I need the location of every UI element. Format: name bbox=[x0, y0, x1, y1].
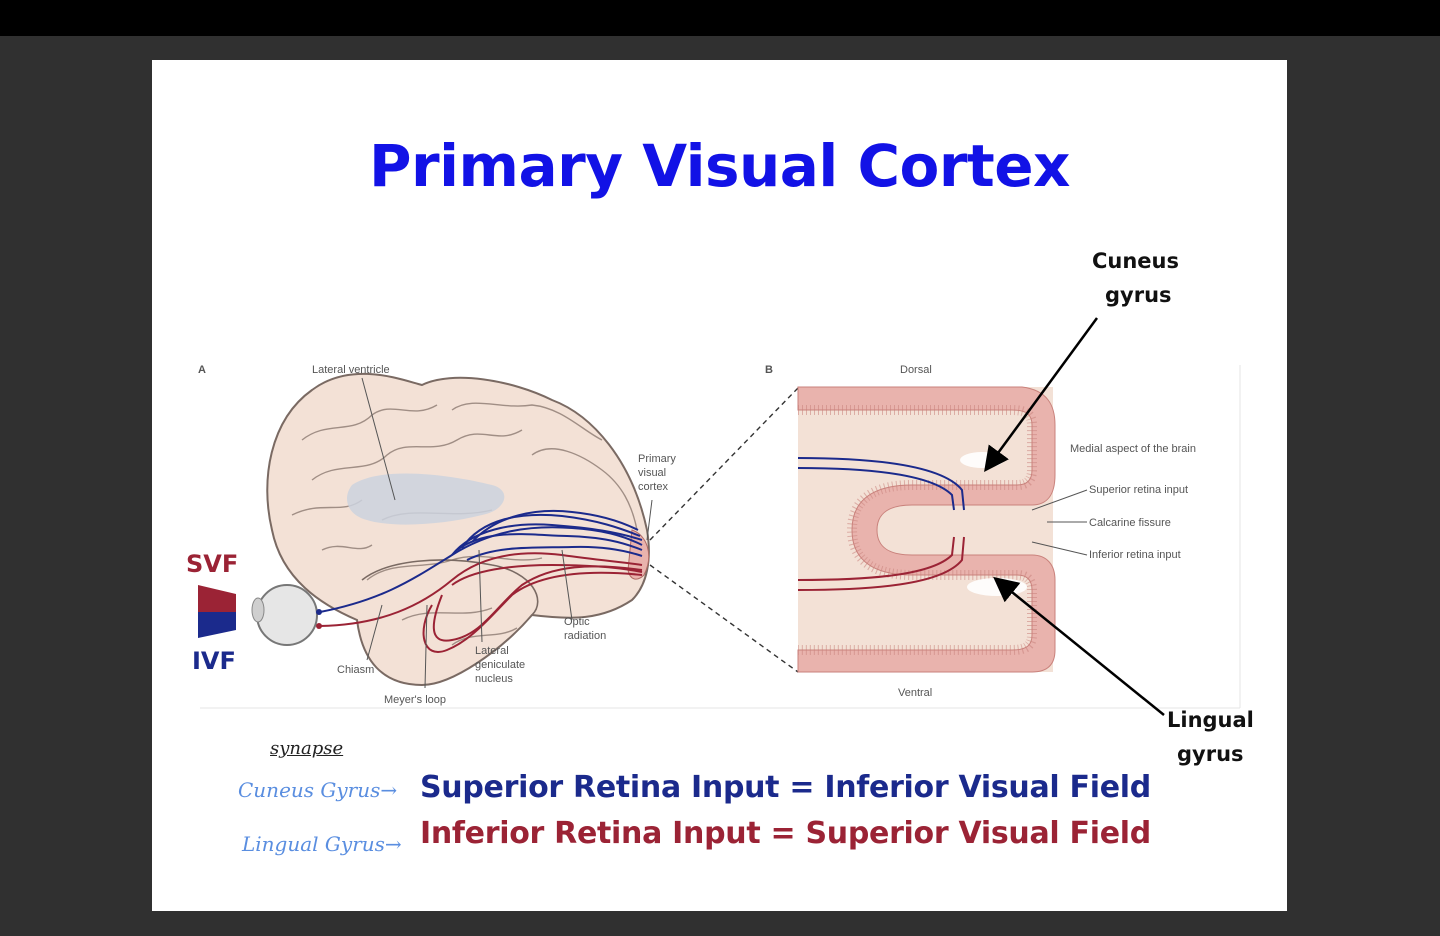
label-lgn-3: nucleus bbox=[475, 673, 513, 685]
temporal-lobe-contour bbox=[361, 559, 539, 616]
handwritten-cuneus: Cuneus Gyrus→ bbox=[238, 778, 398, 802]
label-inferior-retina: Inferior retina input bbox=[1089, 549, 1181, 561]
lingual-arrow bbox=[993, 576, 1165, 716]
handwritten-synapse: synapse bbox=[270, 738, 344, 759]
label-lgn-1: Lateral bbox=[475, 645, 509, 657]
label-ventral: Ventral bbox=[898, 687, 932, 699]
label-primary-3: cortex bbox=[638, 481, 668, 493]
lateral-ventricle-shape bbox=[347, 473, 505, 525]
lingual-label-1: Lingual bbox=[1167, 708, 1254, 732]
zoom-lines bbox=[649, 387, 799, 673]
panel-b-letter: B bbox=[765, 364, 773, 376]
statement-inferior: Inferior Retina Input = Superior Visual … bbox=[420, 816, 1151, 851]
cuneus-arrow bbox=[984, 317, 1099, 473]
visual-pathway-diagram: A B bbox=[186, 249, 1254, 766]
visual-field-indicator: SVF IVF bbox=[186, 550, 238, 675]
label-primary-2: visual bbox=[638, 467, 666, 479]
ivf-block bbox=[198, 612, 236, 638]
label-lateral-ventricle: Lateral ventricle bbox=[312, 364, 390, 376]
cortex-band bbox=[797, 386, 1056, 673]
svf-label: SVF bbox=[186, 550, 238, 578]
slide: Primary Visual Cortex A B bbox=[152, 60, 1287, 911]
label-dorsal: Dorsal bbox=[900, 364, 932, 376]
label-primary-1: Primary bbox=[638, 453, 676, 465]
cuneus-label-2: gyrus bbox=[1105, 283, 1172, 307]
eye-illustration bbox=[251, 584, 322, 646]
ivf-label: IVF bbox=[192, 647, 236, 675]
svf-block bbox=[198, 585, 236, 612]
label-medial-aspect: Medial aspect of the brain bbox=[1070, 443, 1196, 455]
handwritten-lingual: Lingual Gyrus→ bbox=[242, 832, 402, 856]
slide-title: Primary Visual Cortex bbox=[369, 132, 1070, 200]
panel-a-letter: A bbox=[198, 364, 206, 376]
statement-superior: Superior Retina Input = Inferior Visual … bbox=[420, 770, 1151, 805]
label-optic-1: Optic bbox=[564, 616, 590, 628]
label-lgn-2: geniculate bbox=[475, 659, 525, 671]
panel-a-leaders bbox=[361, 377, 653, 689]
label-meyers-loop: Meyer's loop bbox=[384, 694, 446, 706]
cortex-striations bbox=[798, 405, 1037, 655]
label-chiasm: Chiasm bbox=[337, 664, 374, 676]
label-optic-2: radiation bbox=[564, 630, 606, 642]
brain-outline bbox=[266, 372, 650, 687]
label-superior-retina: Superior retina input bbox=[1089, 484, 1188, 496]
optic-pathways bbox=[319, 509, 643, 653]
label-calcarine: Calcarine fissure bbox=[1089, 517, 1171, 529]
lingual-label-2: gyrus bbox=[1177, 742, 1244, 766]
brain-illustration bbox=[266, 372, 650, 687]
top-black-bar bbox=[0, 0, 1440, 36]
cuneus-label-1: Cuneus bbox=[1092, 249, 1179, 273]
panel-b-leaders bbox=[1031, 489, 1088, 556]
